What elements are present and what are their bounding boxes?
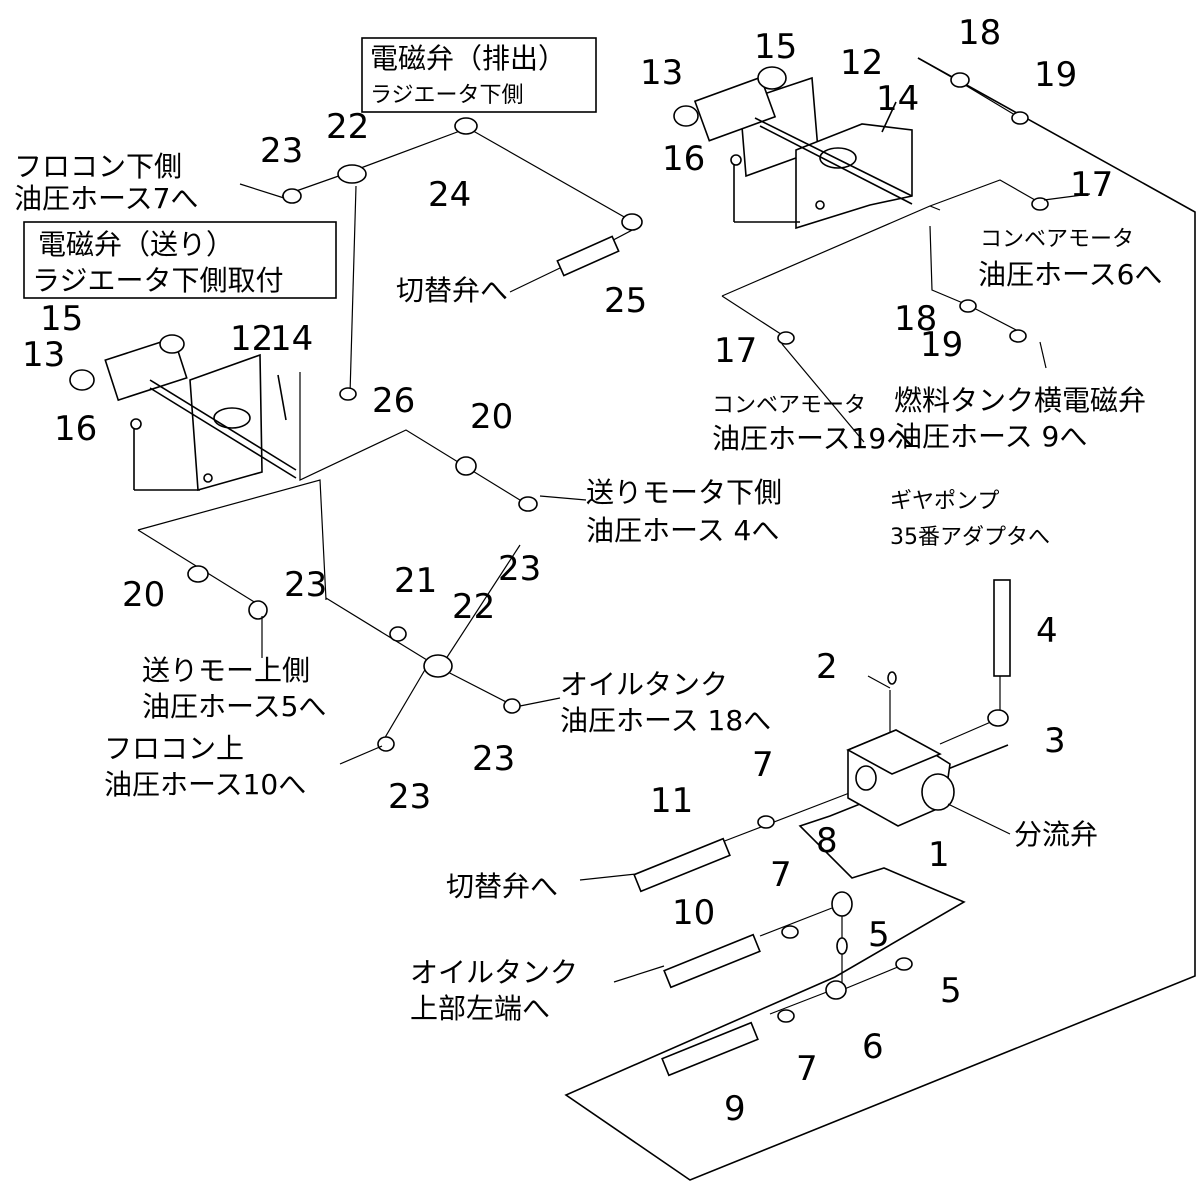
callout-5a: 5 — [868, 915, 890, 955]
callout-3: 3 — [1044, 721, 1066, 761]
callout-23a: 23 — [260, 131, 303, 171]
callout-9: 9 — [724, 1089, 746, 1129]
callout-12a: 12 — [840, 43, 883, 83]
conveyor-motor-a-label-line2: 油圧ホース6へ — [978, 258, 1162, 291]
frocon-upper-label-line1: フロコン上 — [104, 732, 244, 765]
callout-11: 11 — [650, 781, 693, 821]
callout-15b: 15 — [40, 299, 83, 339]
fuel-tank-label-line2: 油圧ホース 9へ — [894, 420, 1087, 453]
valve-feed-label-line2: ラジエータ下側取付 — [32, 264, 283, 297]
callout-2: 2 — [816, 647, 838, 687]
callout-19a: 19 — [1034, 55, 1077, 95]
feed-motor-upper-label-line1: 送りモー上側 — [142, 654, 310, 687]
oil-tank-top-label-line2: 上部左端へ — [410, 992, 550, 1025]
callout-14a: 14 — [876, 79, 919, 119]
feed-motor-lower-label-line2: 油圧ホース 4へ — [586, 514, 779, 547]
callout-14b: 14 — [270, 319, 313, 359]
oil-tank-label-line1: オイルタンク — [560, 668, 728, 701]
callout-22b: 22 — [452, 587, 495, 627]
frocon-lower-label-line1: フロコン下側 — [14, 150, 182, 183]
divider-valve-label: 分流弁 — [1014, 818, 1098, 851]
valve-feed-label-box: 電磁弁（送り） ラジエータ下側取付 — [23, 221, 337, 299]
callout-17b: 17 — [714, 331, 757, 371]
callout-23b: 23 — [498, 549, 541, 589]
valve-feed-label-line1: 電磁弁（送り） — [38, 228, 234, 261]
conveyor-motor-a-label-line1: コンベアモータ — [980, 227, 1134, 252]
callout-25: 25 — [604, 281, 647, 321]
frocon-upper-label-line2: 油圧ホース10へ — [104, 768, 306, 801]
feed-valve-assembly — [69, 334, 297, 492]
text-labels: フロコン下側 油圧ホース7へ 切替弁へ コンベアモータ 油圧ホース6へ コンベア… — [14, 150, 1162, 1025]
leader-lines — [239, 183, 1091, 983]
fittings — [187, 72, 1049, 1023]
callout-18a: 18 — [958, 13, 1001, 53]
discharge-valve-assembly — [673, 66, 913, 230]
divider-valve-body — [846, 729, 955, 827]
callout-7a: 7 — [752, 745, 774, 785]
gear-pump-label-line2: 35番アダプタへ — [890, 525, 1050, 550]
callout-23d: 23 — [472, 739, 515, 779]
callout-numbers: 1 2 3 4 5 5 6 7 7 7 8 9 10 11 12 12 13 1… — [22, 13, 1113, 1129]
callout-18b: 18 — [894, 299, 937, 339]
callout-24: 24 — [428, 175, 471, 215]
callout-20a: 20 — [470, 397, 513, 437]
callout-23c: 23 — [284, 565, 327, 605]
valve-discharge-label-line2: ラジエータ下側 — [370, 83, 524, 108]
callout-13b: 13 — [22, 335, 65, 375]
callout-1: 1 — [928, 835, 950, 875]
oil-tank-label-line2: 油圧ホース 18へ — [560, 704, 771, 737]
callout-22a: 22 — [326, 107, 369, 147]
callout-7b: 7 — [770, 855, 792, 895]
callout-8: 8 — [816, 821, 838, 861]
oil-tank-top-label-line1: オイルタンク — [410, 956, 578, 989]
callout-21: 21 — [394, 561, 437, 601]
fuel-tank-label-line1: 燃料タンク横電磁弁 — [894, 384, 1146, 417]
gear-pump-label-line1: ギヤポンプ — [890, 489, 999, 514]
callout-17a: 17 — [1070, 165, 1113, 205]
callout-16a: 16 — [662, 139, 705, 179]
callout-15a: 15 — [754, 27, 797, 67]
callout-4: 4 — [1036, 611, 1058, 651]
callout-10: 10 — [672, 893, 715, 933]
callout-23e: 23 — [388, 777, 431, 817]
switch-valve-bottom-label: 切替弁へ — [446, 870, 558, 903]
frocon-lower-label-line2: 油圧ホース7へ — [14, 182, 198, 215]
callout-6: 6 — [862, 1027, 884, 1067]
callout-19b: 19 — [920, 325, 963, 365]
callout-16b: 16 — [54, 409, 97, 449]
callout-12b: 12 — [230, 319, 273, 359]
callout-26: 26 — [372, 381, 415, 421]
hoses — [556, 235, 1011, 1077]
callout-20b: 20 — [122, 575, 165, 615]
conveyor-motor-b-label-line1: コンベアモータ — [712, 393, 866, 418]
feed-motor-upper-label-line2: 油圧ホース5へ — [142, 690, 326, 723]
valve-discharge-label-line1: 電磁弁（排出） — [370, 42, 566, 75]
valve-discharge-label-box: 電磁弁（排出） ラジエータ下側 — [361, 37, 597, 113]
callout-13a: 13 — [640, 53, 683, 93]
callout-5b: 5 — [940, 971, 962, 1011]
frame-outline — [564, 57, 1196, 1181]
callout-7c: 7 — [796, 1049, 818, 1089]
switch-valve-top-label: 切替弁へ — [396, 274, 508, 307]
feed-motor-lower-label-line1: 送りモータ下側 — [586, 476, 782, 509]
pipe-lines — [137, 57, 1043, 1015]
conveyor-motor-b-label-line2: 油圧ホース19へ — [712, 422, 914, 455]
